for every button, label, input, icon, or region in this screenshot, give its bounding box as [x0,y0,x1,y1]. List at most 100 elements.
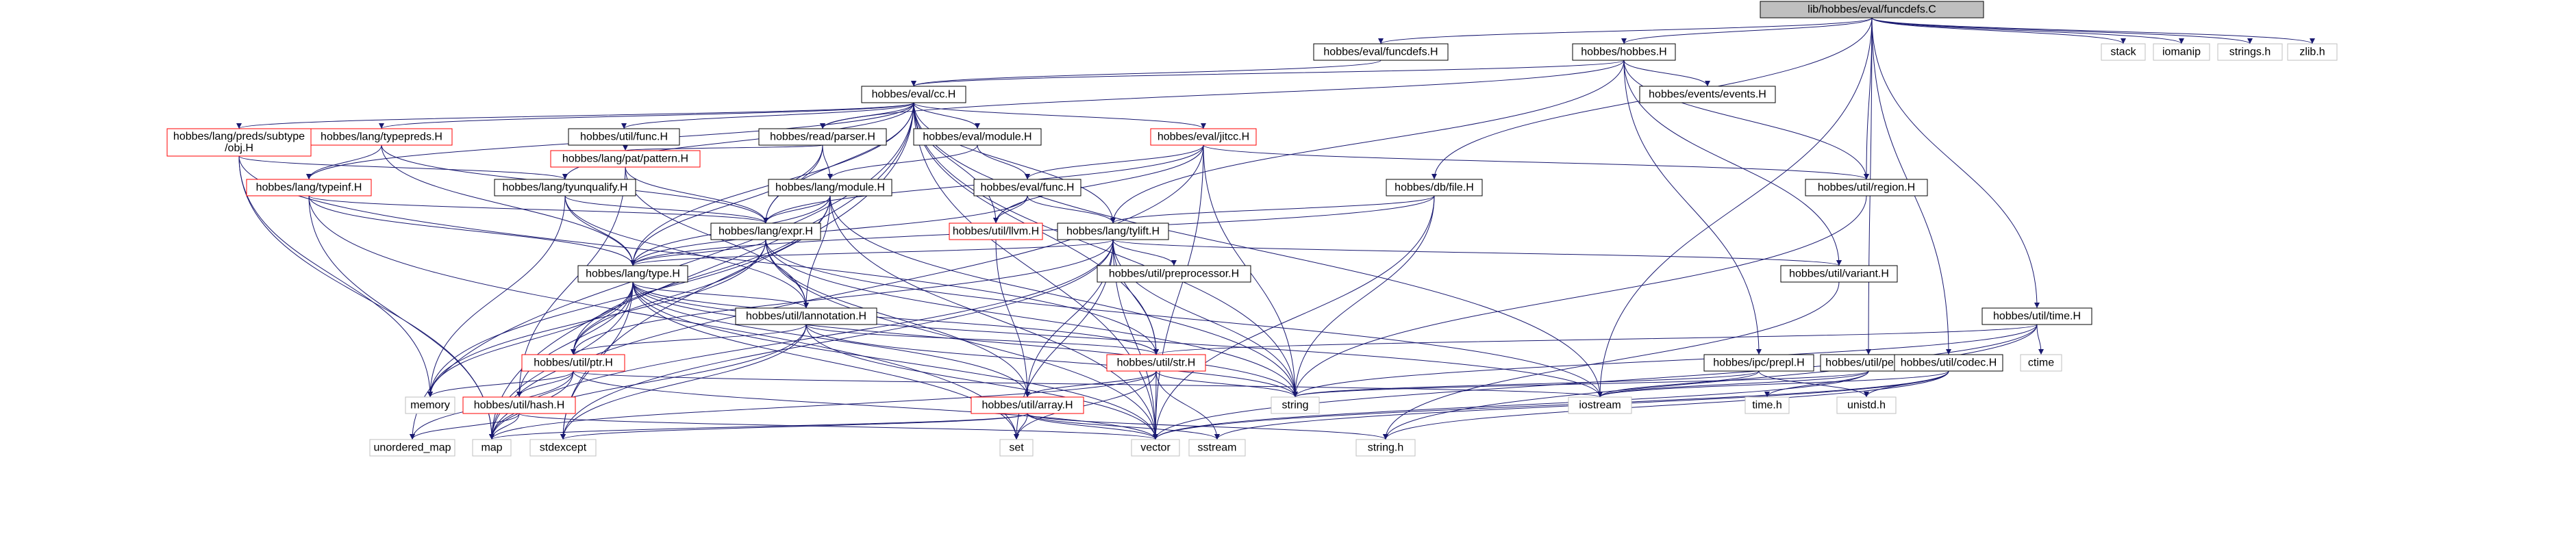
edge-expr_h-to-memory [427,239,766,398]
dependency-edge [632,281,809,309]
node-ev-module[interactable]: hobbes/eval/module.H [913,128,1042,146]
dependency-edge [1292,324,2038,398]
node-codec-h[interactable]: hobbes/util/codec.H [1894,354,2003,372]
node-box [913,128,1042,146]
edge-evfunc-to-type_h [630,195,1028,266]
node-prepl[interactable]: hobbes/ipc/prepl.H [1703,354,1814,372]
dependency-edge [560,413,1028,440]
dependency-edge [1623,60,1842,266]
node-preproc[interactable]: hobbes/util/preprocessor.H [1097,265,1251,283]
node-box [521,354,625,372]
node-box [1106,354,1206,372]
node-typepreds[interactable]: hobbes/lang/typepreds.H [310,128,453,146]
edge-tyunqualify-to-annotation [564,195,809,309]
edge-type_h-to-str_h [632,281,1159,355]
node-box [369,439,455,457]
node-hash-h[interactable]: hobbes/util/hash.H [462,396,576,414]
node-hobbes-h[interactable]: hobbes/hobbes.H [1572,43,1676,61]
node-label: hobbes/lang/type.H [586,268,680,280]
node-label: hobbes/eval/funcdefs.H [1323,47,1438,58]
dependency-edge [1153,144,1204,440]
node-box [949,222,1043,240]
edge-patpattern-to-expr_h [625,166,768,224]
node-box [758,128,887,146]
node-llvm-h[interactable]: hobbes/util/llvm.H [949,222,1043,240]
node-box [1572,43,1676,61]
node-variant[interactable]: hobbes/util/variant.H [1780,265,1898,283]
dependency-edge [516,281,634,398]
dependency-edge [571,281,634,355]
node-preds-obj[interactable]: hobbes/lang/preds/subtype/obj.H [166,128,312,157]
edge-time_h-to-str_h [1153,324,2038,355]
node-ptr-h[interactable]: hobbes/util/ptr.H [521,354,625,372]
node-cc-h[interactable]: hobbes/eval/cc.H [861,86,966,103]
node-label: hobbes/util/str.H [1117,357,1196,369]
node-annotation[interactable]: hobbes/util/lannotation.H [735,307,877,325]
node-label: hobbes/lang/typeinf.H [256,182,362,194]
dependency-edge [308,195,1019,440]
edge-evfunc-to-llvm_h [993,195,1028,224]
node-box [405,396,455,414]
node-box [494,179,636,196]
node-jitcc-h[interactable]: hobbes/eval/jitcc.H [1150,128,1257,146]
node-time-h[interactable]: hobbes/util/time.H [1981,307,2092,325]
node-funcdefs-h[interactable]: hobbes/eval/funcdefs.H [1313,43,1449,61]
dependency-edge [1153,370,1869,440]
node-box [1981,307,2092,325]
node-box [1386,179,1483,196]
edge-expr_h-to-type_h [630,239,766,266]
dependency-edge [913,102,1116,224]
dependency-edge [564,195,809,309]
dependency-edge [1871,17,2184,44]
node-box [550,150,701,168]
node-label: map [481,442,502,454]
node-tylift[interactable]: hobbes/lang/tylift.H [1057,222,1169,240]
node-patpattern[interactable]: hobbes/lang/pat/pattern.H [550,150,701,168]
dependency-edge [489,144,1204,440]
dependency-edge [1025,144,1204,180]
edge-root-to-time_h [1871,17,2040,309]
dependency-edge [1203,144,1869,180]
node-expr-h[interactable]: hobbes/lang/expr.H [710,222,821,240]
node-events-h[interactable]: hobbes/events/events.H [1639,86,1776,103]
node-langmodule[interactable]: hobbes/lang/module.H [768,179,892,196]
node-array-h[interactable]: hobbes/util/array.H [971,396,1084,414]
edge-tylift-to-type_h [630,239,1114,266]
node-tyunqualify[interactable]: hobbes/lang/tyunqualify.H [494,179,636,196]
dependency-edge [560,324,807,440]
edge-funcdefs_h-to-cc_h [911,60,1381,87]
node-label: hobbes/lang/typepreds.H [321,131,442,143]
edge-hobbes_h-to-cc_h [911,60,1625,87]
node-dbfile[interactable]: hobbes/db/file.H [1386,179,1483,196]
dependency-edge [306,144,382,180]
node-box [1836,396,1897,414]
node-label: stdexcept [540,442,587,454]
dependency-edge [625,166,768,224]
dependency-edge [489,102,914,440]
dependency-edge [1027,195,1116,224]
edge-type_h-to-annotation [632,281,809,309]
node-label: hobbes/events/events.H [1649,89,1766,101]
dependency-edge [1027,413,1158,440]
edge-root-to-iostream [1597,17,1873,398]
node-typeinf[interactable]: hobbes/lang/typeinf.H [246,179,372,196]
node-type-h[interactable]: hobbes/lang/type.H [577,265,688,283]
node-func-h[interactable]: hobbes/util/func.H [568,128,680,146]
edge-str_h-to-sstream [1155,370,1220,440]
edge-cc_h-to-llvm_h [913,102,999,224]
dependency-edge [1155,370,1220,440]
dependency-edge [1623,60,1869,180]
edge-str_h-to-vector [1153,370,1159,440]
node-label: memory [410,400,450,411]
node-str-h[interactable]: hobbes/util/str.H [1106,354,1206,372]
node-parser-h[interactable]: hobbes/read/parser.H [758,128,887,146]
edge-preds_obj-to-tyunqualify [238,155,568,180]
dependency-edge [822,144,833,180]
dependency-edge [573,370,1603,398]
edge-str_h-to-map [489,370,1157,440]
node-region-h[interactable]: hobbes/util/region.H [1805,179,1928,196]
node-label: hobbes/util/time.H [1993,311,2081,322]
node-evfunc[interactable]: hobbes/eval/func.H [973,179,1081,196]
node-box [1703,354,1814,372]
node-map: map [472,439,512,457]
